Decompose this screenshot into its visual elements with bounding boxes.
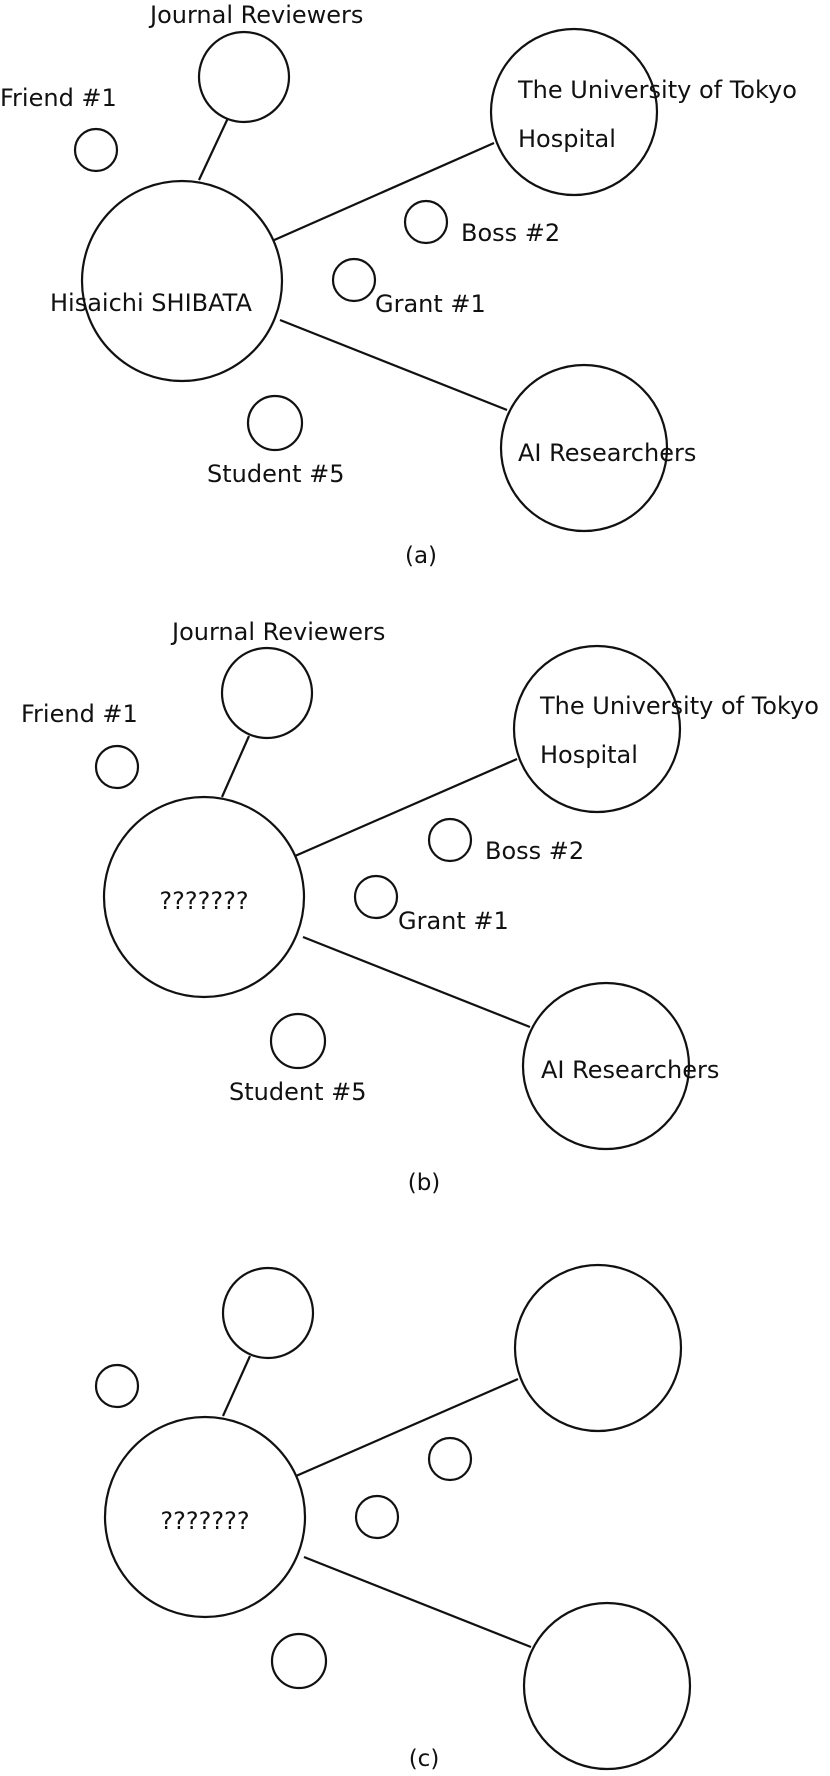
node-student [270,1632,328,1690]
node-boss [403,199,449,245]
node-friend [73,127,119,173]
caption-a: (a) [405,543,437,569]
edge-center-ai [279,318,508,412]
node-friend [94,744,140,790]
label-journal-reviewers: Journal Reviewers [148,1,363,29]
edge-center-ai [303,1555,532,1649]
label-hospital-line2: Hospital [518,125,616,153]
node-boss [427,817,473,863]
node-journal-reviewers [197,30,291,124]
node-ai-researchers [521,981,691,1151]
label-friend: Friend #1 [0,84,117,112]
edge-center-hospital [294,757,518,858]
node-friend [94,1363,140,1409]
node-journal-reviewers [221,1266,315,1360]
edge-center-journal [198,117,229,181]
node-grant [353,874,399,920]
label-hospital-line2: Hospital [540,741,638,769]
panel-c: ??????? (c) [94,1263,692,1772]
node-boss [427,1436,473,1482]
node-hospital [489,27,659,197]
label-hospital-line1: The University of Tokyo [539,692,819,720]
panel-b: Journal Reviewers Friend #1 The Universi… [21,618,819,1196]
label-ai-researchers: AI Researchers [541,1056,719,1084]
label-ai-researchers: AI Researchers [518,439,696,467]
node-journal-reviewers [220,646,314,740]
node-ai-researchers [522,1601,692,1771]
label-boss: Boss #2 [461,219,560,247]
panel-a: Journal Reviewers Friend #1 The Universi… [0,1,797,569]
node-ai-researchers [499,363,669,533]
node-center [102,795,306,999]
label-friend: Friend #1 [21,700,138,728]
edge-center-hospital [271,141,495,243]
label-student: Student #5 [229,1078,366,1106]
label-center: ??????? [160,1507,249,1535]
node-grant [354,1494,400,1540]
node-center [80,179,284,383]
edge-center-ai [302,935,531,1029]
edge-center-journal [220,735,251,798]
edge-center-journal [221,1355,252,1417]
node-grant [331,257,377,303]
label-student: Student #5 [207,460,344,488]
label-boss: Boss #2 [485,837,584,865]
node-hospital [512,644,682,814]
caption-b: (b) [408,1170,441,1196]
edge-center-hospital [295,1377,519,1478]
caption-c: (c) [409,1746,440,1772]
label-hospital-line1: The University of Tokyo [517,76,797,104]
label-center: ??????? [159,887,248,915]
label-grant: Grant #1 [398,907,509,935]
node-center [103,1415,307,1619]
label-center: Hisaichi SHIBATA [50,289,252,317]
node-student [269,1012,327,1070]
node-hospital [513,1263,683,1433]
label-journal-reviewers: Journal Reviewers [170,618,385,646]
label-grant: Grant #1 [375,290,486,318]
node-student [246,394,304,452]
